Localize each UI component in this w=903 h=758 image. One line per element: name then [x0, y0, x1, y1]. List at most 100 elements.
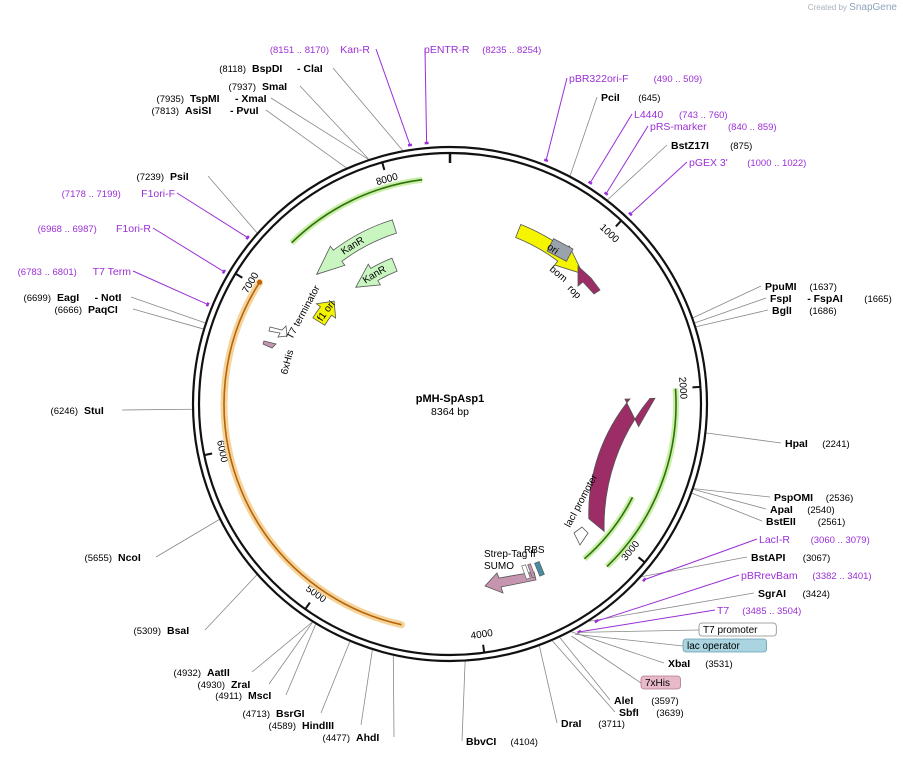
primer-site[interactable]: pGEX 3'(1000 .. 1022) [689, 157, 806, 169]
enzyme-site[interactable]: AleI(3597) [614, 695, 679, 707]
enzyme-site[interactable]: (5309)BsaI [134, 625, 190, 637]
enzyme-leader [539, 645, 558, 724]
enzyme-site[interactable]: (4932)AatII [174, 667, 230, 679]
boxed-feature-label[interactable]: 7xHis [640, 675, 681, 690]
boxed-label-leader [578, 629, 700, 633]
enzyme-site[interactable]: (5655)NcoI [85, 552, 141, 564]
boxed-label-bg [682, 638, 767, 653]
enzyme-name: AsiSI [185, 105, 211, 117]
enzyme-site[interactable]: (8118)BspDI- ClaI [219, 63, 323, 75]
enzyme-site[interactable]: FspI- FspAI(1665) [770, 293, 892, 305]
primer-site[interactable]: pBRrevBam(3382 .. 3401) [741, 570, 872, 582]
enzyme-name: BstEII [766, 516, 796, 528]
6xhis-feature [262, 340, 277, 349]
boxed-feature-label[interactable]: T7 promoter [698, 622, 777, 637]
ruler-tick [381, 162, 386, 171]
primer-binding-mark [587, 180, 593, 185]
enzyme-site[interactable]: (7813)AsiSI- PvuI [152, 105, 259, 117]
enzyme-name: AatII [207, 667, 230, 679]
boxed-label-leader [571, 635, 642, 684]
primer-site[interactable]: LacI-R(3060 .. 3079) [759, 534, 870, 546]
enzyme-site[interactable]: SbfI(3639) [619, 707, 684, 719]
enzyme-site[interactable]: (4477)AhdI [323, 732, 380, 744]
enzyme-name: XbaI [668, 658, 690, 670]
enzyme-site[interactable]: (4589)HindIII [269, 720, 335, 732]
primer-name: pBRrevBam [741, 570, 798, 582]
enzyme-position: (3711) [598, 719, 625, 730]
enzyme-leader [694, 297, 767, 324]
primer-site[interactable]: F1ori-R(6968 .. 6987) [38, 223, 152, 235]
primer-range: (3485 .. 3504) [742, 606, 801, 617]
enzyme-site[interactable]: (7935)TspMI- XmaI [157, 93, 267, 105]
6xhis-label: 6xHis [279, 349, 296, 376]
enzyme-name: AleI [614, 695, 633, 707]
primer-binding-mark [205, 302, 210, 307]
enzyme-leader [332, 67, 403, 151]
enzyme-name: TspMI [190, 93, 220, 105]
enzyme-site[interactable]: BglI(1686) [772, 305, 837, 317]
enzyme-name: BspDI [252, 63, 282, 75]
primer-binding-mark [628, 211, 633, 217]
t7-terminator-feature [268, 325, 288, 338]
primer-site[interactable]: pBR322ori-F(490 .. 509) [569, 73, 702, 85]
primer-leader [132, 270, 208, 305]
enzyme-site[interactable]: PpuMI(1637) [765, 281, 837, 293]
enzyme-leader [360, 649, 373, 726]
enzyme-site[interactable]: (7937)SmaI [229, 81, 288, 93]
ruler-tick [637, 556, 646, 564]
enzyme-position: (3531) [705, 659, 732, 670]
enzyme-site[interactable]: DraI(3711) [561, 718, 625, 730]
rop-feature [577, 265, 601, 295]
enzyme-name: ZraI [231, 679, 250, 691]
primer-site[interactable]: Kan-R(8151 .. 8170) [270, 44, 371, 56]
enzyme-leader [270, 97, 369, 160]
enzyme-site[interactable]: (4911)MscI [215, 690, 271, 702]
kanr-feature [315, 219, 398, 275]
enzyme-site[interactable]: (7239)PsiI [137, 171, 189, 183]
boxed-label-text: 7xHis [645, 678, 670, 689]
primer-binding-mark [221, 269, 226, 274]
enzyme-site[interactable]: HpaI(2241) [785, 438, 850, 450]
enzyme-name-2: - XmaI [235, 93, 267, 105]
enzyme-site[interactable]: SgrAI(3424) [758, 588, 830, 600]
laci-orf-line [606, 388, 677, 568]
primer-site[interactable]: F1ori-F(7178 .. 7199) [62, 188, 175, 200]
ruler-tick [692, 385, 701, 389]
enzyme-name: HpaI [785, 438, 808, 450]
enzyme-site[interactable]: (6699)EagI- NotI [24, 292, 122, 304]
enzyme-site[interactable]: (6666)PaqCI [55, 304, 118, 316]
enzyme-site[interactable]: PspOMI(2536) [774, 492, 853, 504]
enzyme-site[interactable]: XbaI (3531) [668, 658, 733, 670]
enzyme-name: MscI [248, 690, 271, 702]
enzyme-site[interactable]: BstZ17I(875) [671, 140, 752, 152]
enzyme-position: (2536) [826, 493, 853, 504]
plasmid-name: pMH-SpAsp1 [416, 393, 484, 405]
primer-name: pENTR-R [424, 44, 470, 56]
primer-name: F1ori-R [116, 223, 151, 235]
enzyme-position: (6666) [55, 305, 82, 316]
enzyme-name: SgrAI [758, 588, 786, 600]
primer-name: F1ori-F [141, 188, 175, 200]
ruler-label: 4000 [470, 628, 494, 642]
enzyme-site[interactable]: ApaI(2540) [770, 504, 835, 516]
boxed-feature-label[interactable]: lac operator [682, 638, 767, 653]
primer-site[interactable]: pRS-marker(840 .. 859) [650, 121, 777, 133]
primer-site[interactable]: T7(3485 .. 3504) [717, 605, 801, 617]
enzyme-site[interactable]: BstEII(2561) [766, 516, 845, 528]
primer-site[interactable]: L4440(743 .. 760) [634, 109, 728, 121]
enzyme-site[interactable]: (6246)StuI [51, 405, 104, 417]
enzyme-site[interactable]: PciI(645) [601, 92, 660, 104]
primer-site[interactable]: T7 Term(6783 .. 6801) [18, 266, 132, 278]
laci-promoter-feature [573, 526, 589, 546]
enzyme-leader [268, 622, 313, 685]
enzyme-leader [607, 144, 668, 201]
primer-site[interactable]: pENTR-R(8235 .. 8254) [424, 44, 541, 56]
enzyme-name-2: - NotI [95, 292, 122, 304]
enzyme-site[interactable]: (4713)BsrGI [243, 708, 305, 720]
enzyme-site[interactable]: BbvCI(4104) [466, 736, 538, 748]
enzyme-site[interactable]: BstAPI(3067) [751, 552, 830, 564]
enzyme-site[interactable]: (4930)ZraI [198, 679, 251, 691]
enzyme-leader [299, 85, 369, 160]
enzyme-leader [571, 631, 665, 664]
primer-binding-mark [543, 158, 549, 163]
